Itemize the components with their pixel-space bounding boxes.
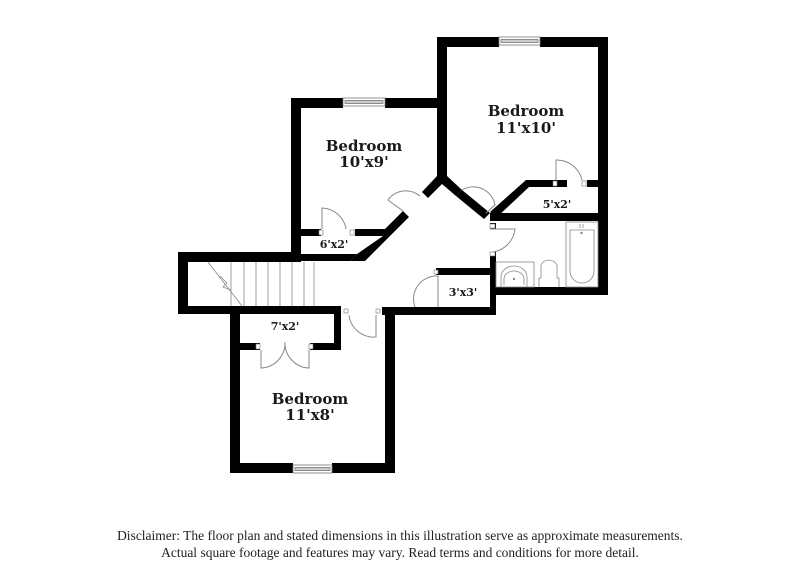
closet-label-2: 3'x3' xyxy=(449,286,478,299)
closet-label-3: 7'x2' xyxy=(271,320,300,333)
bathtub xyxy=(565,221,599,288)
disclaimer-line-2: Actual square footage and features may v… xyxy=(161,545,639,560)
room-label-bedroom-0: Bedroom xyxy=(326,137,403,155)
stairs xyxy=(207,261,315,307)
windows xyxy=(292,36,541,474)
disclaimer: Disclaimer: The floor plan and stated di… xyxy=(0,527,800,561)
doors xyxy=(260,159,583,369)
room-dims-bedroom-1: 11'x10' xyxy=(496,119,556,137)
bathroom-fixtures xyxy=(495,221,599,288)
room-label-bedroom-1: Bedroom xyxy=(488,102,565,120)
toilet xyxy=(538,259,560,287)
room-dims-bedroom-2: 11'x8' xyxy=(285,406,334,424)
room-label-bedroom-2: Bedroom xyxy=(272,390,349,408)
door-jambs xyxy=(255,180,587,350)
sink-vanity xyxy=(495,261,535,288)
closet-label-0: 6'x2' xyxy=(320,238,349,251)
closet-label-1: 5'x2' xyxy=(543,198,572,211)
room-dims-bedroom-0: 10'x9' xyxy=(339,153,388,171)
room-labels: Bedroom 11'x10' Bedroom 10'x9' Bedroom 1… xyxy=(271,102,572,424)
walls xyxy=(178,37,608,473)
sink xyxy=(500,265,528,287)
disclaimer-line-1: Disclaimer: The floor plan and stated di… xyxy=(117,528,683,543)
